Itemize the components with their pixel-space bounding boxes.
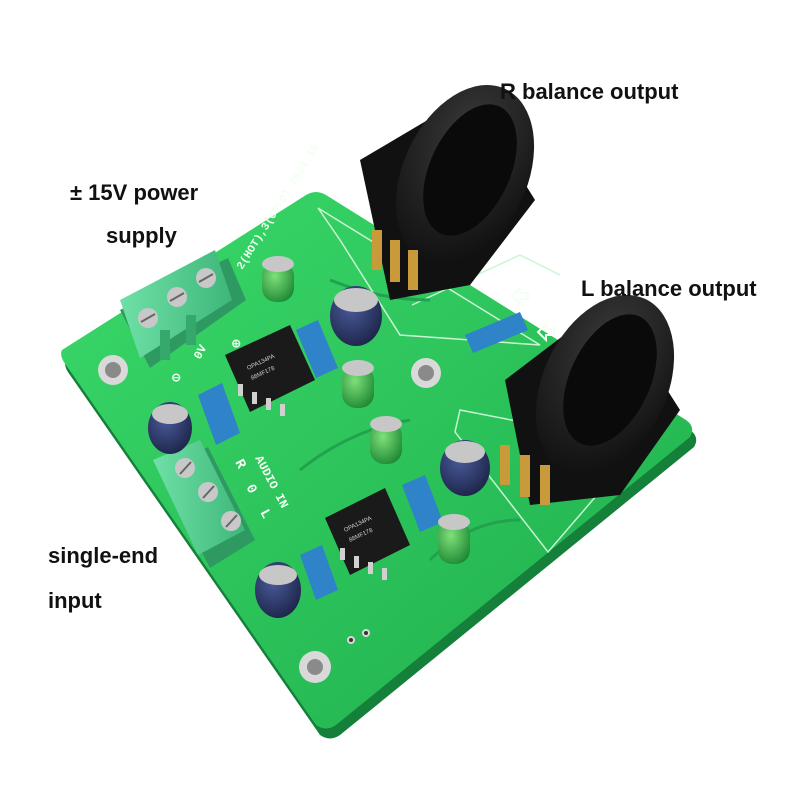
test-points: [347, 629, 370, 644]
silk-minus: ⊖: [172, 371, 181, 387]
power-terminal-block: [120, 250, 246, 368]
opamp-chip-top: OPA134PA 88MF178: [225, 325, 315, 416]
silk-plus: ⊕: [232, 337, 241, 353]
label-single-end-line2: input: [48, 588, 102, 613]
label-power-supply-line2: supply: [106, 223, 177, 248]
label-r-balance-output: R balance output: [500, 79, 679, 104]
electrolytic-capacitors-navy: [148, 286, 490, 618]
label-l-balance-output: L balance output: [581, 276, 757, 301]
electrolytic-capacitors-green: [262, 256, 470, 564]
arrow-icon: [510, 285, 555, 343]
mounting-hole-center: [411, 358, 441, 388]
xlr-connector-l: [500, 295, 680, 505]
opamp-chip-bottom: OPA134PA 88MF178: [325, 488, 410, 580]
label-single-end-line1: single-end: [48, 543, 159, 568]
silk-zero-v: 0V: [191, 342, 210, 362]
film-capacitors: [198, 312, 528, 600]
label-power-supply-line1: ± 15V power: [70, 180, 199, 205]
mounting-hole-bottom: [299, 651, 331, 683]
mounting-hole-left: [98, 355, 128, 385]
input-terminal-block: [153, 440, 255, 568]
xlr-connector-r: [360, 85, 535, 300]
